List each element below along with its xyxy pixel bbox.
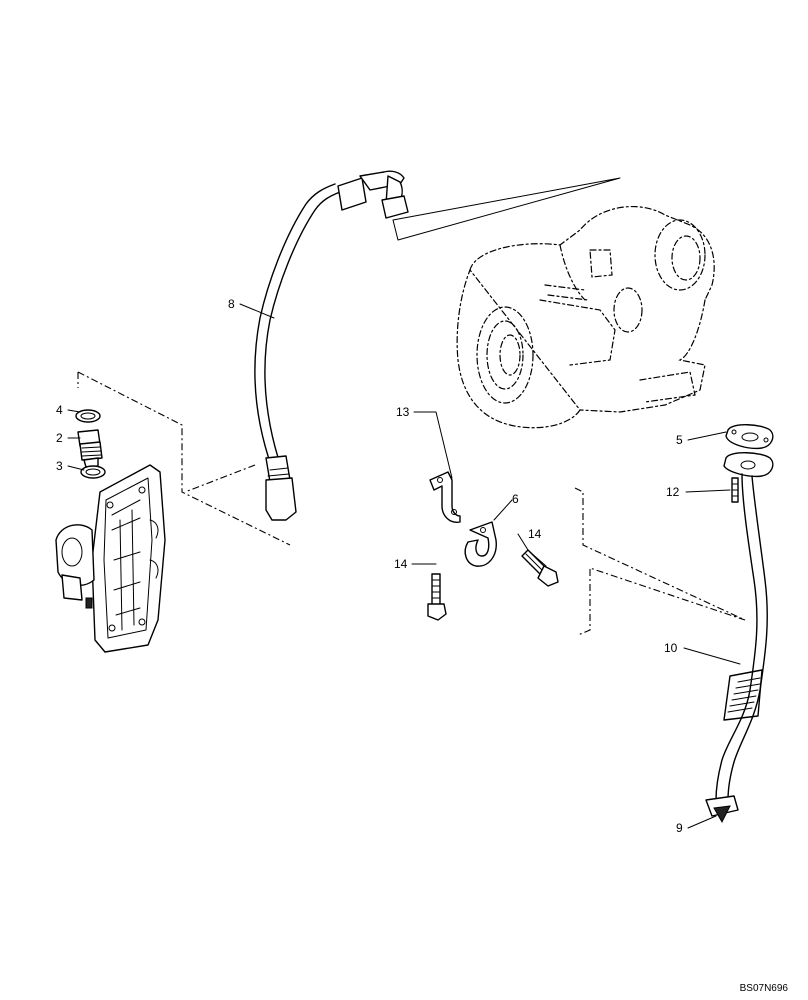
callout-14-vertical: 14 xyxy=(394,557,408,571)
oil-drain-pipe xyxy=(705,452,774,824)
callout-9: 9 xyxy=(676,821,683,835)
fitting-stack xyxy=(75,409,106,479)
callout-13: 13 xyxy=(396,405,410,419)
callout-6: 6 xyxy=(512,492,519,506)
pump-housing xyxy=(55,464,166,653)
callout-4: 4 xyxy=(56,403,63,417)
connection-leader-housing-mid xyxy=(184,464,256,493)
connection-leader-housing xyxy=(77,371,291,546)
drawing-code: BS07N696 xyxy=(739,983,788,994)
callout-leaders xyxy=(67,303,741,829)
callout-5: 5 xyxy=(676,433,683,447)
connection-leader-drain xyxy=(574,487,746,636)
callout-2: 2 xyxy=(56,431,63,445)
oil-feed-pipe xyxy=(254,170,409,521)
callout-3: 3 xyxy=(56,459,63,473)
bracket xyxy=(429,471,461,523)
callout-14-angled: 14 xyxy=(528,527,542,541)
callout-10: 10 xyxy=(664,641,678,655)
gasket xyxy=(725,424,774,450)
pipe-clamp xyxy=(464,521,497,567)
bolt-vertical xyxy=(427,573,447,621)
stud xyxy=(731,477,739,503)
turbocharger-phantom xyxy=(456,205,715,429)
bolt-angled xyxy=(521,549,559,587)
connection-leader-turbo xyxy=(392,177,621,241)
callout-8: 8 xyxy=(228,297,235,311)
callout-12: 12 xyxy=(666,485,680,499)
